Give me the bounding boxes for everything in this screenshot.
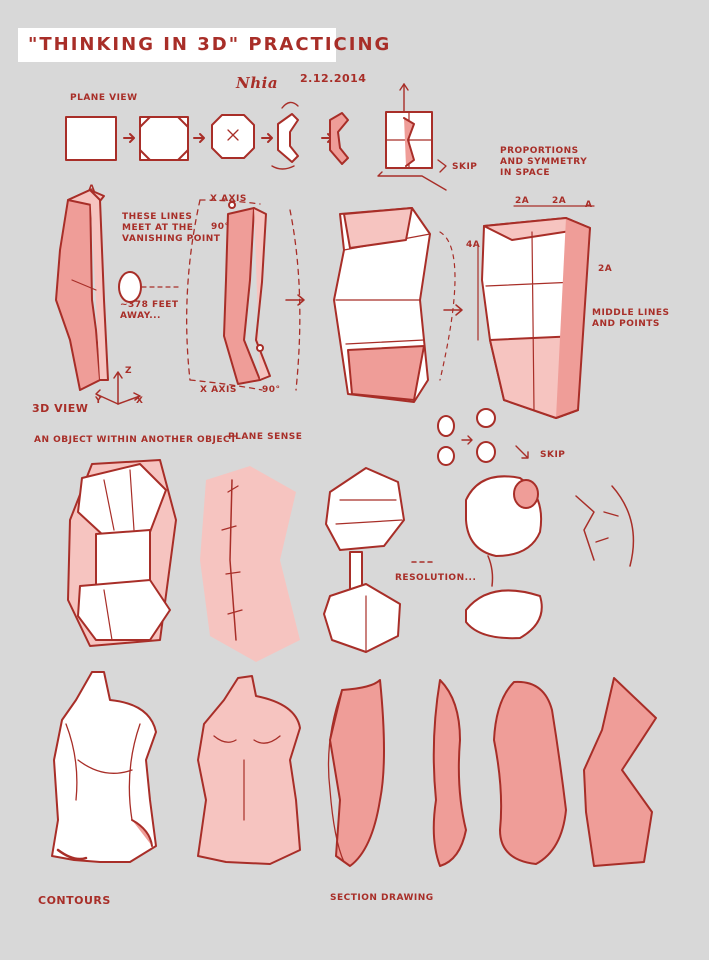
artist-signature: Nhia: [236, 74, 279, 92]
small-form-studies: [437, 408, 529, 466]
torso-section: [327, 679, 385, 867]
measure-2a-side: 2a: [598, 264, 613, 274]
angle-label-bottom: 90°: [262, 385, 281, 395]
measure-2a-left: 2a: [515, 196, 530, 206]
title-banner: [18, 28, 336, 62]
plane-sense-label: PLANE SENSE: [228, 432, 303, 442]
torso-shaded: [197, 675, 301, 865]
vanishing-point-distance: ~378 FEET AWAY...: [120, 300, 179, 321]
sheet-date: 2.12.2014: [300, 72, 367, 85]
nested-object-block: [67, 459, 177, 647]
sheet-title: "THINKING IN 3D" PRACTICING: [28, 34, 392, 55]
proportions-note: PROPORTIONS AND SYMMETRY IN SPACE: [500, 146, 588, 178]
nested-object-label: AN OBJECT WITHIN ANOTHER OBJECT: [34, 435, 237, 445]
measure-a-left: a: [88, 184, 96, 194]
x-axis-label-small: X: [136, 396, 144, 406]
skip-label-top: SKIP: [452, 162, 478, 172]
wide-band-planes: [333, 207, 463, 403]
resolution-label: RESOLUTION...: [395, 573, 477, 583]
section-silhouette-3: [583, 677, 657, 867]
contours-label: CONTOURS: [38, 894, 111, 907]
x-axis-label-top: X AXIS: [210, 194, 247, 204]
axis-gizmo: [95, 371, 141, 405]
z-axis-label: Z: [125, 366, 133, 376]
section-silhouette-2: [493, 680, 567, 865]
section-drawing-label: SECTION DRAWING: [330, 893, 434, 903]
angle-label-top: 90°: [211, 222, 230, 232]
three-d-view-label: 3D VIEW: [32, 402, 89, 415]
blocky-figure-study: [323, 467, 433, 653]
measure-a-right: a: [585, 200, 593, 210]
plane-sense-shape: [200, 466, 300, 662]
direction-arrows: [575, 485, 635, 567]
bent-band-left: [55, 189, 109, 391]
torso-contours: [51, 671, 157, 863]
measure-4a: 4a: [466, 240, 481, 250]
proportion-band-right: [477, 205, 595, 419]
section-silhouette-1: [432, 679, 467, 867]
middle-lines-note: MIDDLE LINES AND POINTS: [592, 308, 670, 329]
plane-view-sequence: [65, 101, 349, 170]
cube-with-plane: [377, 83, 447, 191]
measure-2a-right: 2a: [552, 196, 567, 206]
vanishing-point-marker-circle: [118, 271, 181, 303]
perspective-band-center: [186, 199, 305, 391]
x-axis-label-bottom: X AXIS: [200, 385, 237, 395]
rounded-figure-study: [465, 475, 543, 640]
skip-label-mid: SKIP: [540, 450, 566, 460]
y-axis-label: Y: [95, 396, 103, 406]
vanishing-point-note: THESE LINES MEET AT THE VANISHING POINT: [122, 212, 221, 244]
plane-view-label: PLANE VIEW: [70, 93, 138, 103]
